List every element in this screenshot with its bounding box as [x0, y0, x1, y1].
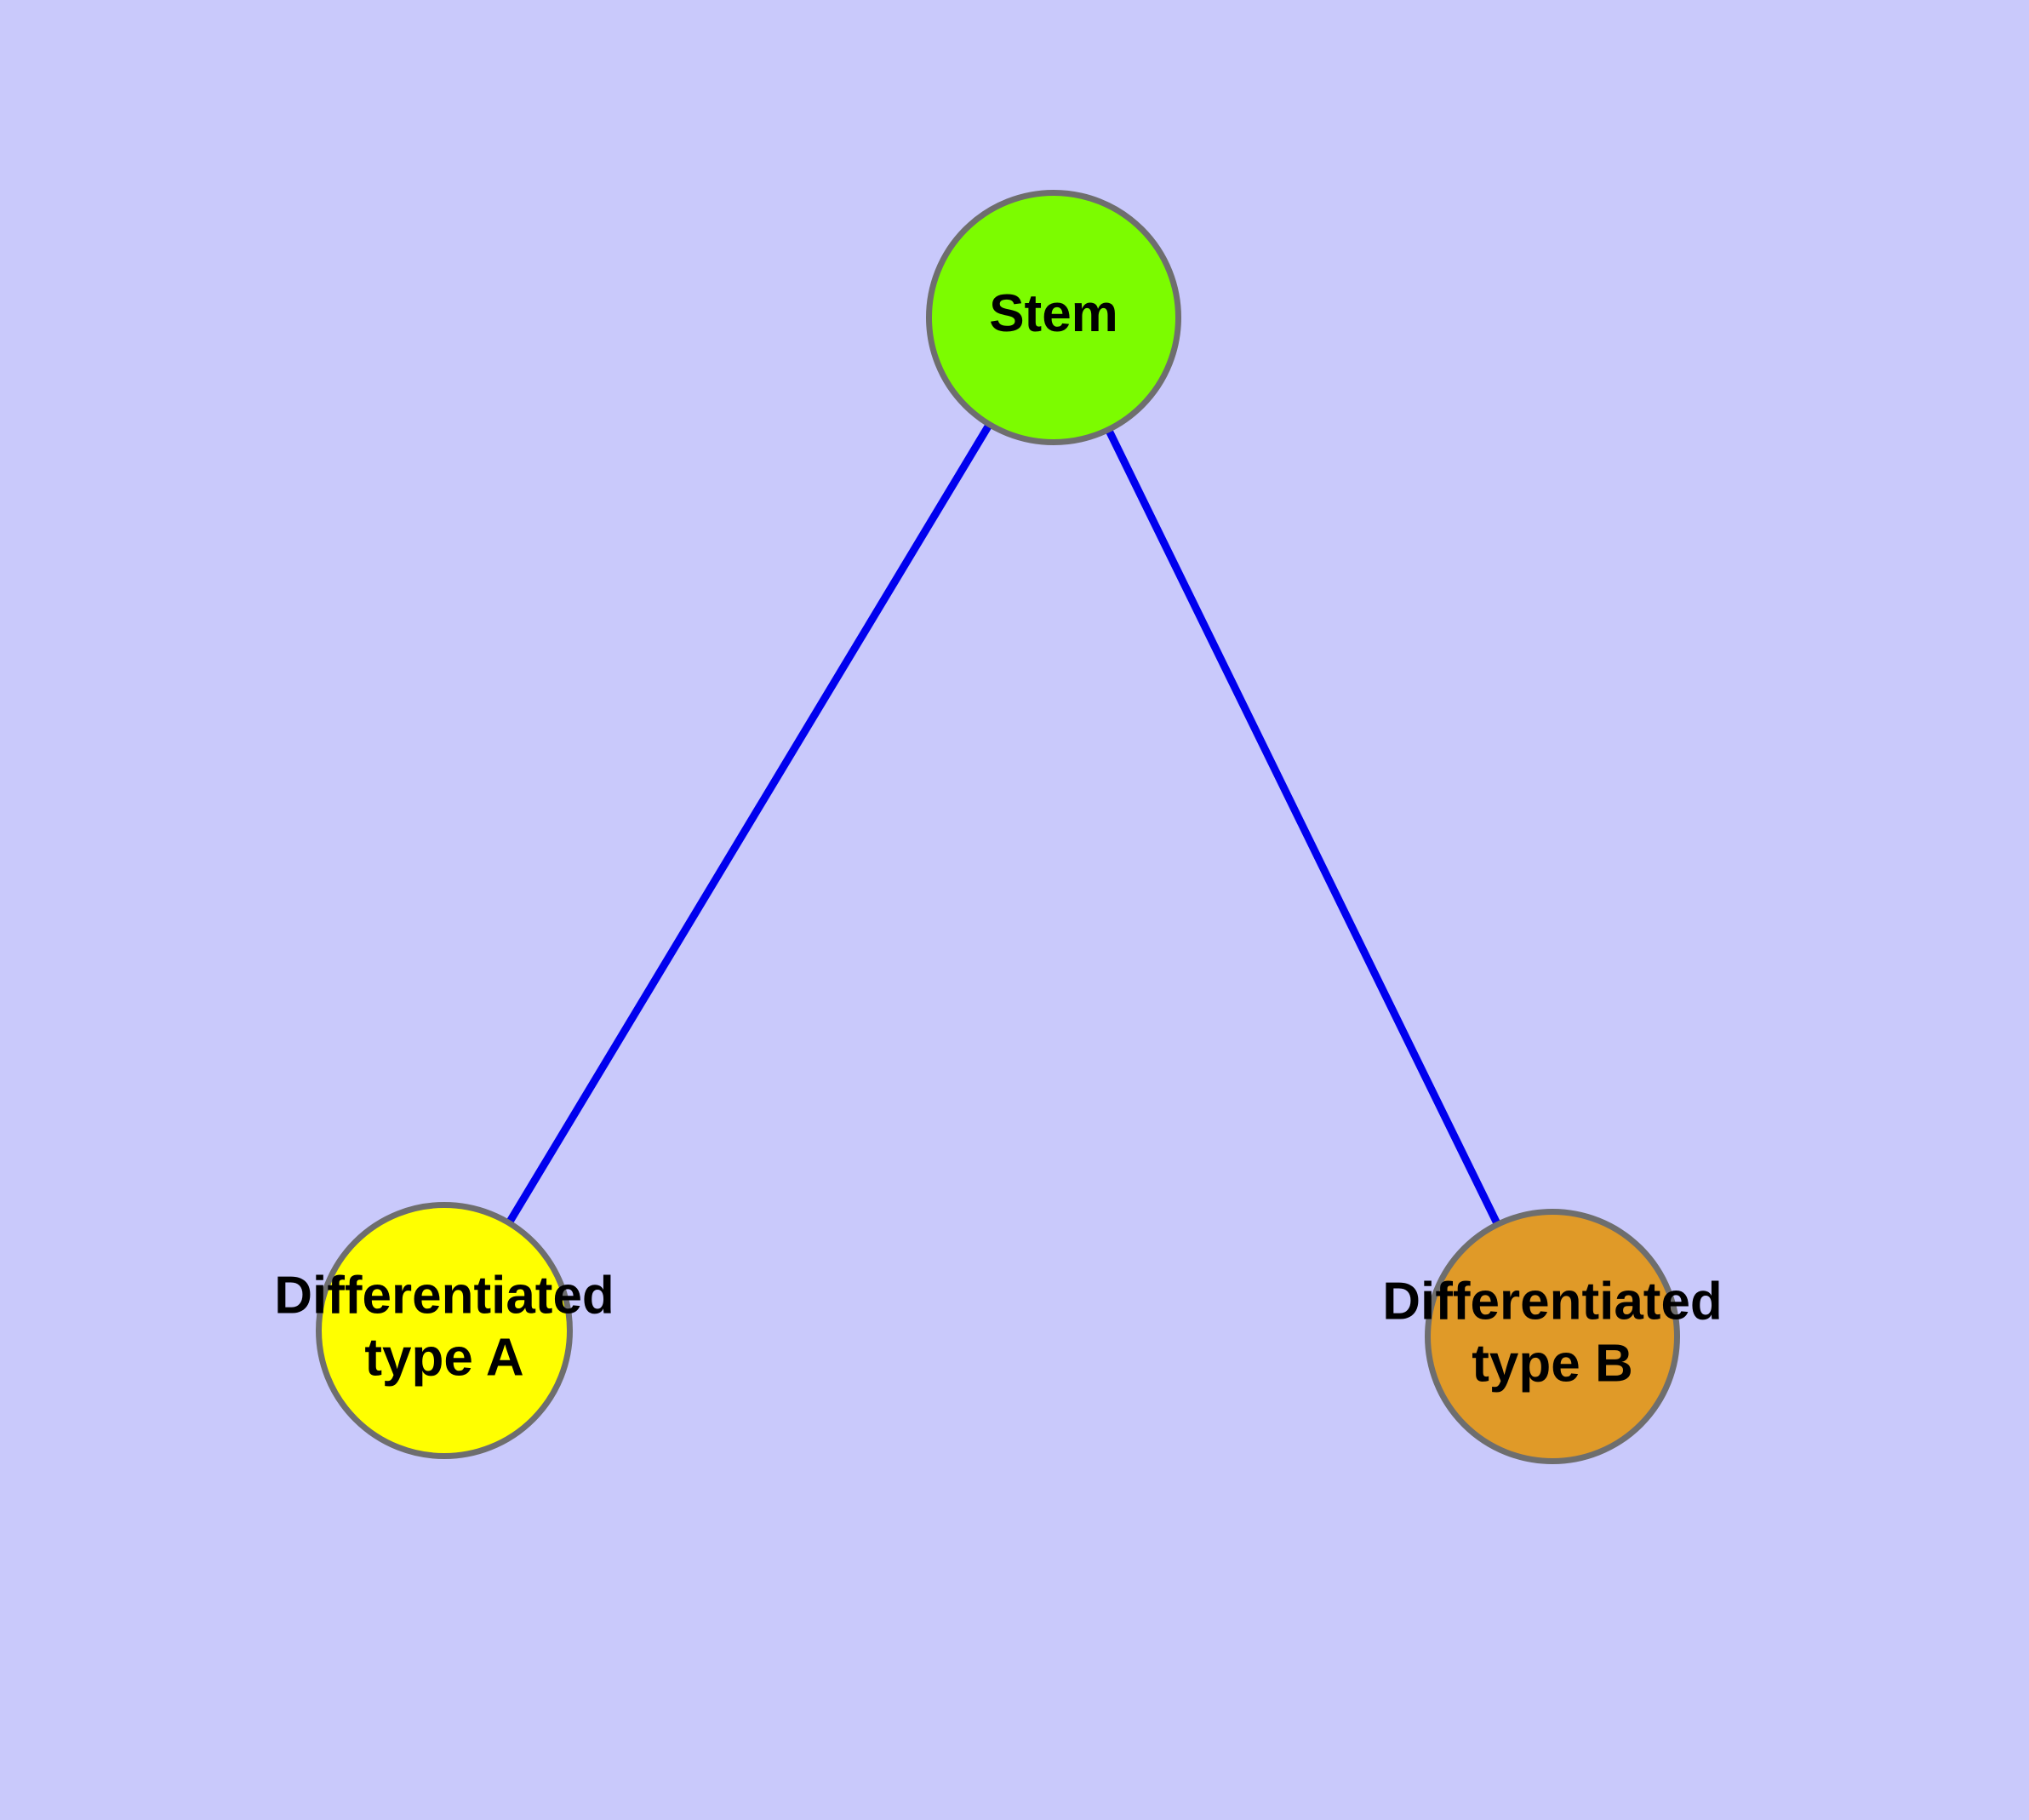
edge-layer: [506, 423, 1500, 1226]
node-stem[interactable]: [926, 190, 1181, 445]
node-label-line: Differentiated: [1382, 1273, 1723, 1331]
node-label-line: type B: [1472, 1335, 1632, 1394]
node-label-stem: Stem: [989, 284, 1118, 343]
edge-stem-diff-b[interactable]: [1106, 428, 1500, 1226]
node-diff-a[interactable]: [316, 1202, 573, 1459]
node-label-line: Stem: [989, 284, 1118, 343]
edge-stem-diff-a[interactable]: [506, 423, 992, 1224]
node-diff-b[interactable]: [1425, 1209, 1680, 1464]
node-label-line: Differentiated: [274, 1267, 614, 1325]
node-label-line: type A: [364, 1329, 523, 1388]
node-layer: [316, 190, 1680, 1464]
